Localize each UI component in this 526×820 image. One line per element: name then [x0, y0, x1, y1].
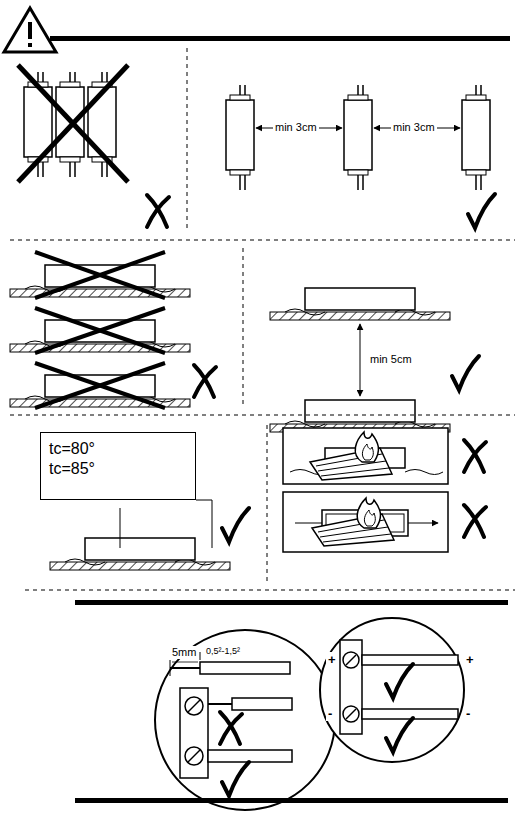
temperature-callout: tc=80°tc=85°	[40, 432, 196, 500]
polarity-sign: -	[326, 706, 334, 721]
spacing-dimension: min 5cm	[368, 353, 414, 366]
temperature-text: tc=85°	[49, 459, 187, 479]
spacing-dimension: min 3cm	[273, 121, 319, 134]
polarity-sign: +	[464, 652, 476, 667]
wire-dimension: 0,5²-1,5²	[204, 646, 242, 657]
polarity-sign: -	[464, 706, 472, 721]
temperature-text: tc=80°	[49, 439, 187, 459]
wire-dimension: 5mm	[170, 646, 198, 659]
polarity-sign: +	[326, 652, 338, 667]
spacing-dimension: min 3cm	[391, 121, 437, 134]
